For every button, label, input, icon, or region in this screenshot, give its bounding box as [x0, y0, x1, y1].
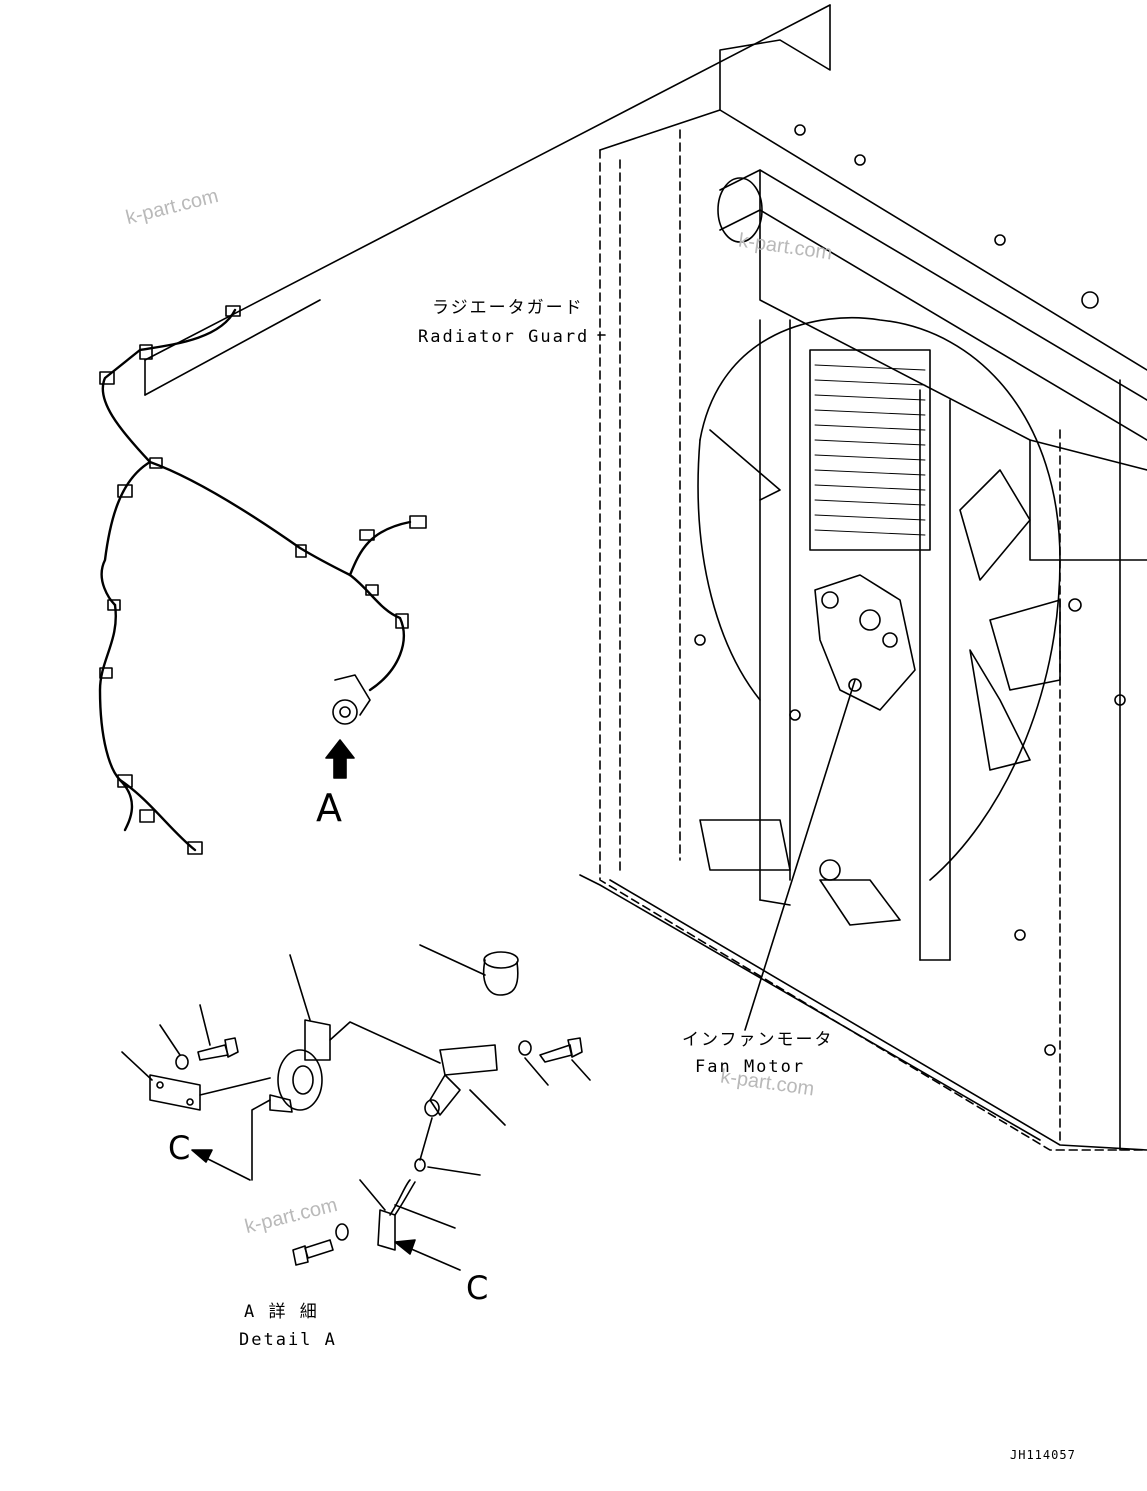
detail-a-jp-label: A 詳 細 [244, 1302, 319, 1322]
radiator-guard-jp-label: ラジエータガード [432, 298, 584, 318]
detail-a-en-label: Detail A [239, 1330, 337, 1350]
sensor-assembly [332, 674, 371, 725]
fan-motor-en-label: Fan Motor [695, 1057, 806, 1077]
drawing-number: JH114057 [1010, 1448, 1076, 1462]
c-arrows [191, 1149, 461, 1271]
c-right-label: C [466, 1269, 489, 1307]
harness-clips [99, 305, 427, 855]
wire-harness [98, 308, 412, 852]
fan-motor-leader [744, 679, 856, 1031]
radiator-frame [579, 4, 1147, 1151]
projection-lines [144, 4, 831, 396]
c-left-label: C [168, 1129, 191, 1167]
radiator-guard-en-label: Radiator Guard [418, 327, 590, 347]
fan-motor-jp-label: インファンモータ [682, 1030, 834, 1050]
view-a-label: A [316, 786, 342, 830]
detail-a-parts [121, 944, 591, 1266]
view-arrow-a [325, 739, 355, 779]
